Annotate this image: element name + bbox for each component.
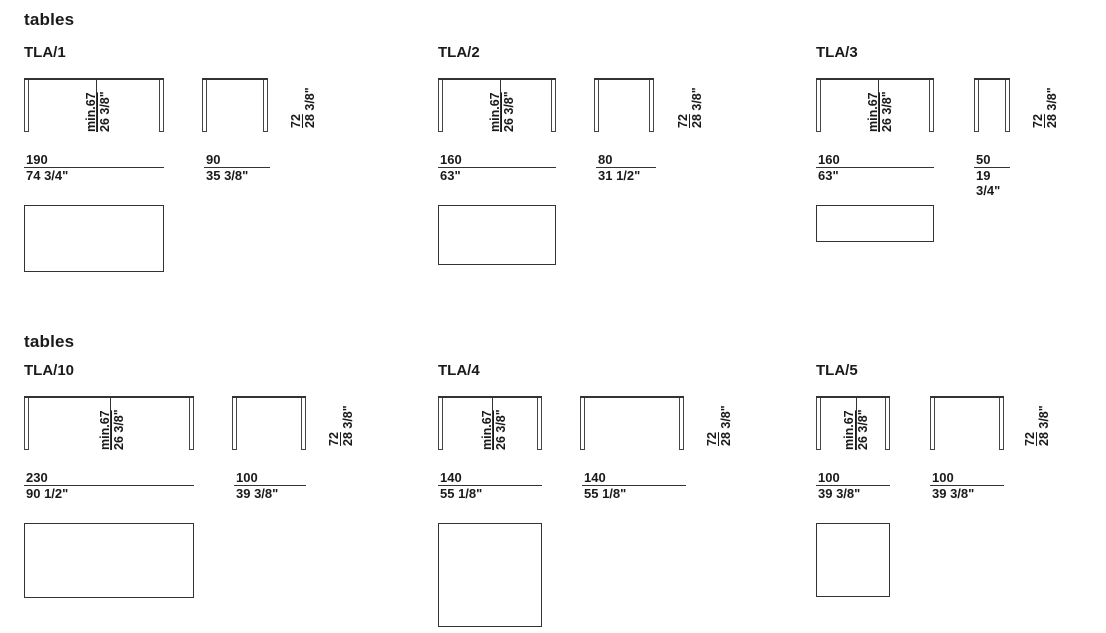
side-elevation-drawing	[580, 396, 684, 450]
front-elevation-drawing	[24, 396, 194, 450]
side-elevation-drawing	[974, 78, 1010, 132]
plan-view-drawing	[438, 205, 556, 265]
model-name: TLA/3	[816, 44, 858, 61]
side-elevation-drawing	[930, 396, 1004, 450]
model-name: TLA/10	[24, 362, 75, 379]
model-name: TLA/2	[438, 44, 480, 61]
model-name: TLA/4	[438, 362, 480, 379]
side-elevation-drawing	[594, 78, 654, 132]
model-name: TLA/1	[24, 44, 66, 61]
front-elevation-drawing	[438, 78, 556, 132]
side-elevation-drawing	[232, 396, 306, 450]
model-name: TLA/5	[816, 362, 858, 379]
plan-view-drawing	[24, 523, 194, 598]
front-elevation-drawing	[24, 78, 164, 132]
plan-view-drawing	[816, 523, 890, 597]
front-elevation-drawing	[438, 396, 542, 450]
plan-view-drawing	[438, 523, 542, 627]
plan-view-drawing	[24, 205, 164, 272]
plan-view-drawing	[816, 205, 934, 242]
section-title-tables-1: tables	[24, 10, 75, 29]
front-elevation-drawing	[816, 78, 934, 132]
side-elevation-drawing	[202, 78, 268, 132]
section-title-tables-2: tables	[24, 332, 75, 351]
front-elevation-drawing	[816, 396, 890, 450]
